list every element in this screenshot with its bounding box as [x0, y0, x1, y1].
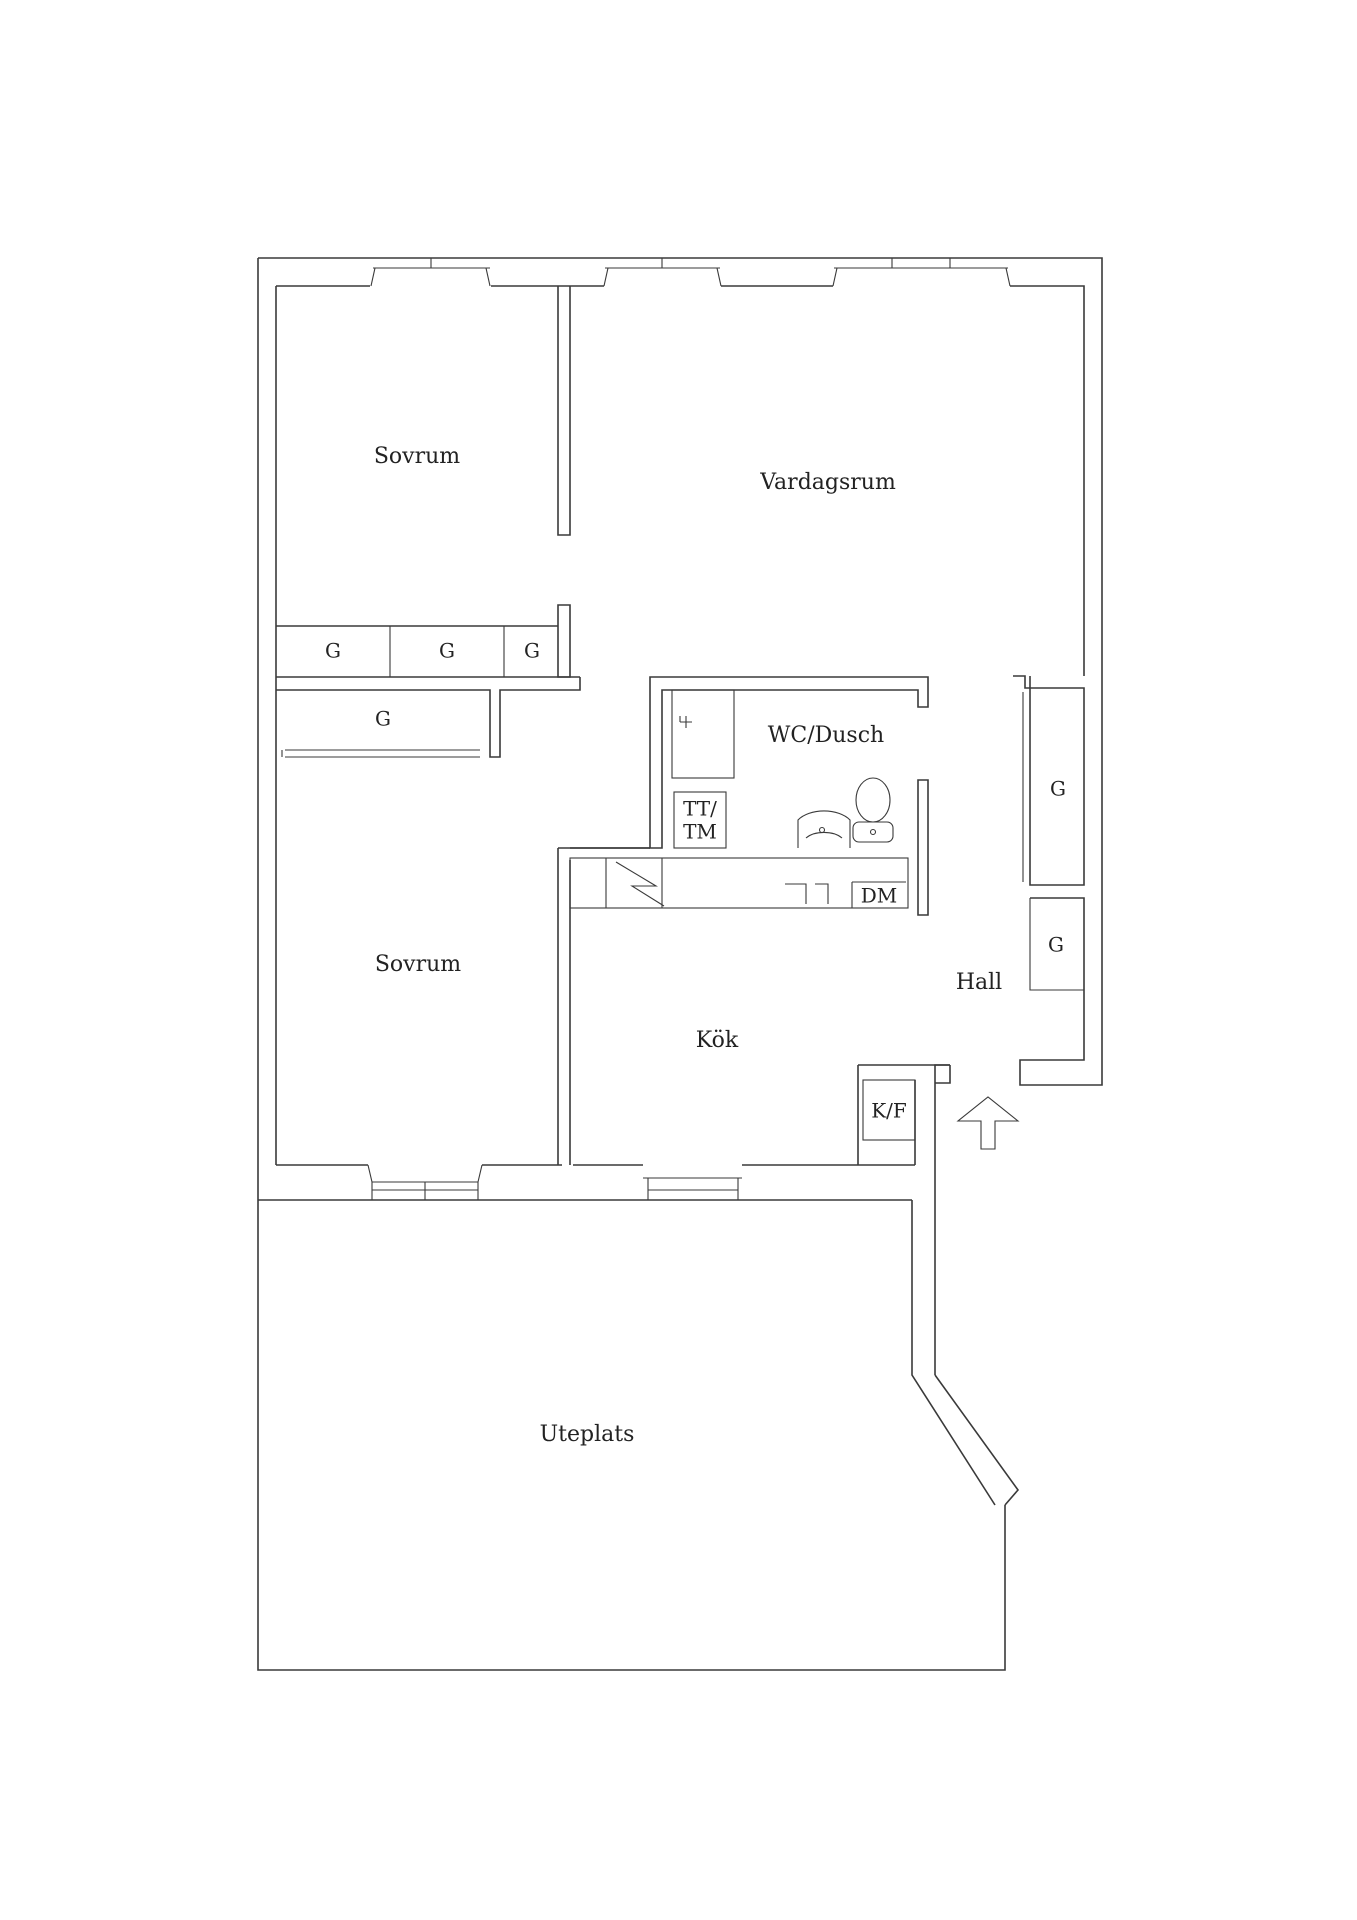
closet-label: G	[439, 639, 455, 663]
room-label-wc-dusch: WC/Dusch	[768, 723, 884, 748]
windows-bottom	[367, 1164, 742, 1200]
room-label-kok: Kök	[696, 1028, 739, 1053]
closet-label: G	[375, 707, 391, 731]
dishwasher-label: DM	[861, 884, 898, 908]
room-label-sovrum-top: Sovrum	[374, 444, 460, 469]
patio-outline	[257, 1200, 1020, 1671]
room-label-vardagsrum: Vardagsrum	[759, 470, 896, 495]
room-label-sovrum-bottom: Sovrum	[375, 952, 461, 977]
fridge-freezer-label: K/F	[871, 1099, 907, 1123]
closet-label: G	[1050, 777, 1066, 801]
room-label-uteplats: Uteplats	[540, 1422, 635, 1447]
closet-label: G	[1048, 933, 1064, 957]
windows-top	[370, 257, 1011, 287]
exterior-walls	[257, 257, 1103, 1201]
closet-label: G	[524, 639, 540, 663]
washer-dryer-label-bottom: TM	[683, 820, 717, 844]
room-label-hall: Hall	[956, 970, 1002, 995]
closet-label: G	[325, 639, 341, 663]
interior-walls	[276, 286, 1085, 1375]
entrance-arrow-icon	[956, 1096, 1020, 1150]
washer-dryer-label-top: TT/	[683, 797, 717, 821]
